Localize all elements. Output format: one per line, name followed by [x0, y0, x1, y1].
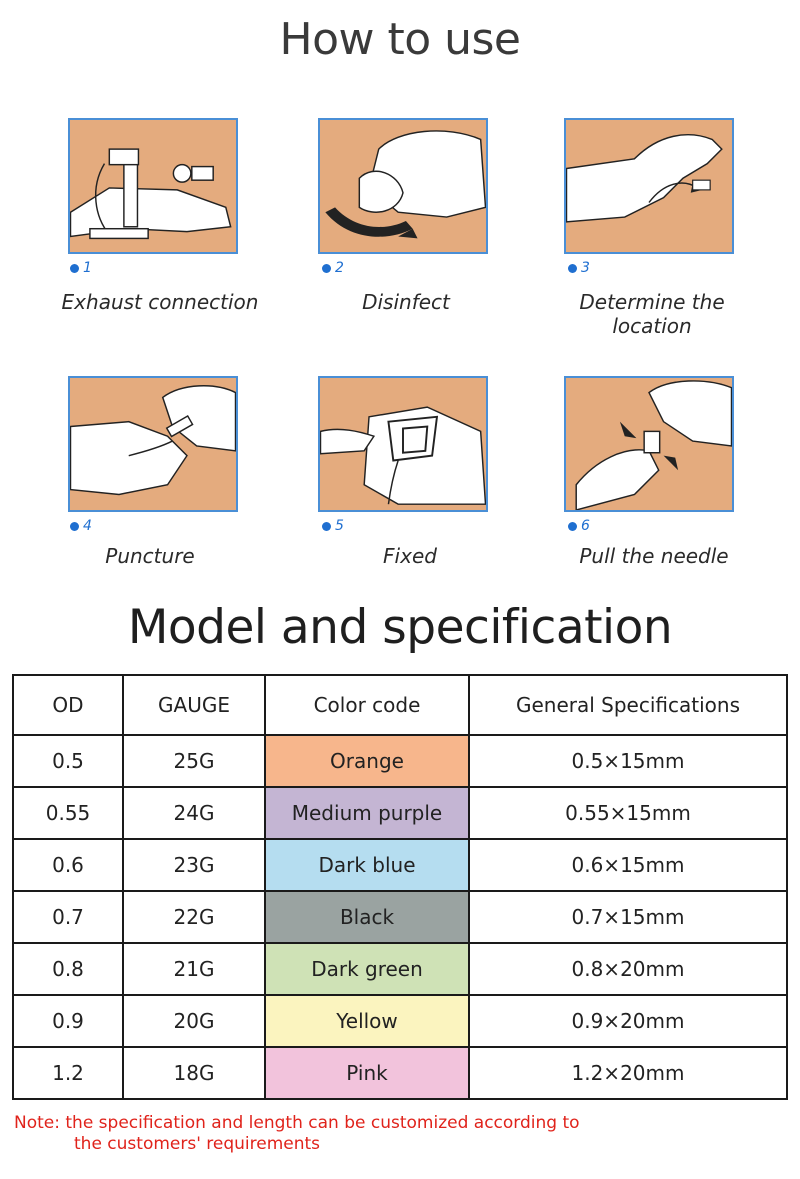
step-3-illustration	[564, 118, 734, 254]
disinfect-hand-icon	[325, 130, 486, 239]
specification-cell: 0.6×15mm	[468, 838, 788, 892]
step-3-caption-line-1: Determine the	[579, 290, 725, 314]
specification-cell: 0.9×20mm	[468, 994, 788, 1048]
fixed-dressing-icon	[320, 406, 486, 505]
specification-cell: 0.5×15mm	[468, 734, 788, 788]
gauge-cell: 23G	[122, 838, 266, 892]
table-header-row: OD GAUGE Color code General Specificatio…	[12, 674, 788, 736]
model-spec-title: Model and specification	[127, 600, 673, 655]
color-code-cell: Yellow	[264, 994, 470, 1048]
specification-cell: 0.8×20mm	[468, 942, 788, 996]
specification-cell: 1.2×20mm	[468, 1046, 788, 1100]
od-cell: 0.55	[12, 786, 124, 840]
color-code-cell: Orange	[264, 734, 470, 788]
step-1-caption: Exhaust connection	[61, 290, 259, 314]
od-cell: 0.6	[12, 838, 124, 892]
step-5-number: 5	[322, 518, 344, 534]
step-2: 2 Disinfect	[286, 118, 526, 318]
step-3-number: 3	[568, 260, 590, 276]
step-6: 6 Pull the needle	[532, 376, 772, 576]
gauge-cell: 20G	[122, 994, 266, 1048]
step-5-illustration	[318, 376, 488, 512]
step-6-caption: Pull the needle	[579, 544, 729, 568]
customization-note: Note: the specification and length can b…	[14, 1113, 580, 1155]
step-4-number: 4	[70, 518, 92, 534]
gauge-cell: 21G	[122, 942, 266, 996]
color-code-cell: Pink	[264, 1046, 470, 1100]
color-code-cell: Black	[264, 890, 470, 944]
step-3-caption-line-2: location	[612, 314, 692, 338]
specification-cell: 0.55×15mm	[468, 786, 788, 840]
step-6-illustration	[564, 376, 734, 512]
note-line-1: Note: the specification and length can b…	[14, 1113, 580, 1133]
step-3: 3 Determine the location	[532, 118, 772, 348]
step-5-caption: Fixed	[383, 544, 437, 568]
gauge-cell: 24G	[122, 786, 266, 840]
header-color-code: Color code	[264, 674, 470, 736]
step-4-caption: Puncture	[105, 544, 195, 568]
od-cell: 0.9	[12, 994, 124, 1048]
locate-vein-hand-icon	[566, 134, 723, 223]
step-2-number: 2	[322, 260, 344, 276]
color-code-cell: Medium purple	[264, 786, 470, 840]
step-2-caption: Disinfect	[362, 290, 450, 314]
gauge-cell: 25G	[122, 734, 266, 788]
header-od: OD	[12, 674, 124, 736]
header-gauge: GAUGE	[122, 674, 266, 736]
note-line-2: the customers' requirements	[74, 1134, 321, 1154]
gauge-cell: 22G	[122, 890, 266, 944]
step-5: 5 Fixed	[286, 376, 526, 576]
color-code-cell: Dark green	[264, 942, 470, 996]
step-1-number: 1	[70, 260, 92, 276]
step-1: 1 Exhaust connection	[40, 118, 280, 318]
hand-connector-icon	[70, 148, 232, 240]
pull-needle-hand-icon	[575, 380, 732, 510]
od-cell: 1.2	[12, 1046, 124, 1100]
step-4-illustration	[68, 376, 238, 512]
spec-table: OD GAUGE Color code General Specificatio…	[12, 674, 788, 1100]
specification-cell: 0.7×15mm	[468, 890, 788, 944]
puncture-hand-icon	[70, 385, 236, 496]
step-6-number: 6	[568, 518, 590, 534]
how-to-use-title: How to use	[279, 14, 521, 65]
od-cell: 0.8	[12, 942, 124, 996]
step-2-illustration	[318, 118, 488, 254]
gauge-cell: 18G	[122, 1046, 266, 1100]
od-cell: 0.5	[12, 734, 124, 788]
od-cell: 0.7	[12, 890, 124, 944]
step-3-caption: Determine the location	[532, 290, 772, 338]
color-code-cell: Dark blue	[264, 838, 470, 892]
step-4: 4 Puncture	[40, 376, 280, 576]
step-1-illustration	[68, 118, 238, 254]
header-general-specifications: General Specifications	[468, 674, 788, 736]
